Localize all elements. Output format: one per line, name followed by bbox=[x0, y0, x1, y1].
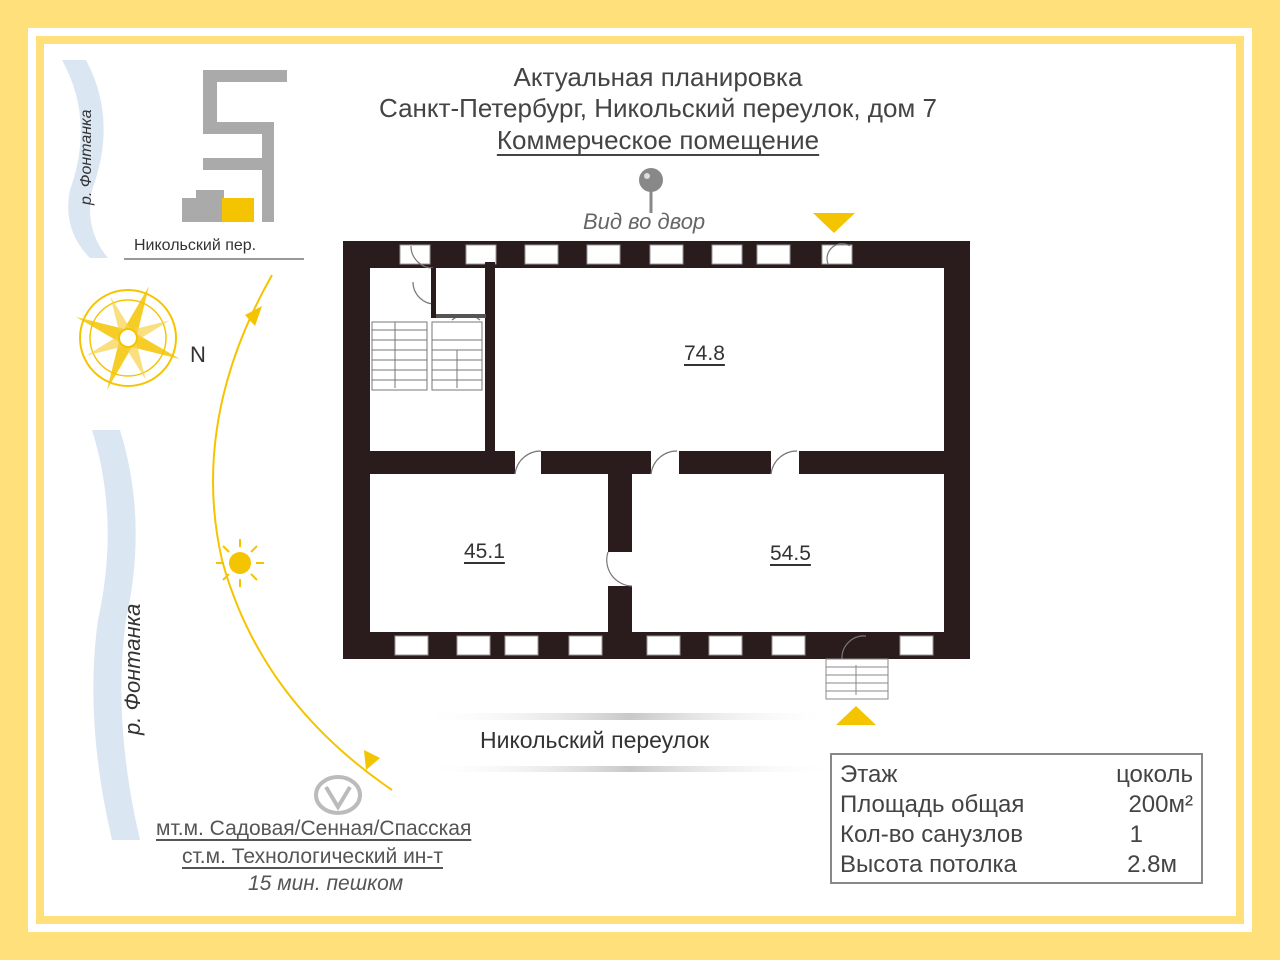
info-value: цоколь bbox=[1116, 761, 1193, 788]
room-area-label: 45.1 bbox=[464, 540, 505, 563]
location-pin-icon bbox=[639, 168, 663, 213]
info-row-area: Площадь общая 200м² bbox=[840, 791, 1193, 821]
compass-north-label: N bbox=[190, 342, 206, 367]
river-top-strip bbox=[62, 60, 108, 258]
floor-plan bbox=[343, 241, 970, 700]
street-band bbox=[420, 713, 840, 720]
mini-map-building bbox=[124, 70, 304, 260]
info-key: Кол-во санузлов bbox=[840, 821, 1023, 848]
staircase-icon bbox=[371, 321, 483, 391]
room-area-label: 54.5 bbox=[770, 542, 811, 565]
info-row-ceiling: Высота потолка 2.8м bbox=[840, 851, 1193, 881]
info-box: Этаж цоколь Площадь общая 200м² Кол-во с… bbox=[830, 753, 1203, 884]
walk-time: 15 мин. пешком bbox=[248, 872, 404, 895]
info-value: 1 bbox=[1129, 821, 1143, 848]
info-key: Этаж bbox=[840, 761, 898, 788]
view-label: Вид во двор bbox=[583, 209, 706, 234]
info-key: Площадь общая bbox=[840, 791, 1025, 818]
river-bottom-strip bbox=[92, 430, 140, 840]
street-label: Никольский переулок bbox=[480, 727, 710, 753]
info-row-bathrooms: Кол-во санузлов 1 bbox=[840, 821, 1193, 851]
metro-logo-icon bbox=[314, 775, 362, 815]
info-key: Высота потолка bbox=[840, 851, 1017, 878]
plan-address: Санкт-Петербург, Никольский переулок, до… bbox=[379, 93, 937, 123]
compass-rose bbox=[76, 286, 180, 390]
info-value: 2.8м bbox=[1127, 851, 1177, 878]
plan-type: Коммерческое помещение bbox=[496, 125, 820, 155]
entrance-marker-bottom-icon bbox=[836, 706, 876, 725]
mini-map-street-label: Никольский пер. bbox=[134, 237, 257, 254]
mini-map-highlight bbox=[222, 198, 254, 222]
plan-title: Актуальная планировка bbox=[513, 62, 803, 92]
sun-path bbox=[212, 274, 393, 791]
info-row-floor: Этаж цоколь bbox=[840, 761, 1193, 791]
info-value: 200м² bbox=[1128, 791, 1193, 818]
room-area-label: 74.8 bbox=[684, 342, 725, 365]
metro-stations-line: мт.м. Садовая/Сенная/Спасская bbox=[156, 817, 472, 840]
metro-station-tech: ст.м. Технологический ин-т bbox=[182, 845, 444, 868]
entrance-marker-top-icon bbox=[813, 213, 855, 233]
sun-icon bbox=[216, 539, 264, 587]
river-label-bottom: р. Фонтанка bbox=[120, 603, 145, 735]
river-label-top: р. Фонтанка bbox=[78, 109, 95, 205]
